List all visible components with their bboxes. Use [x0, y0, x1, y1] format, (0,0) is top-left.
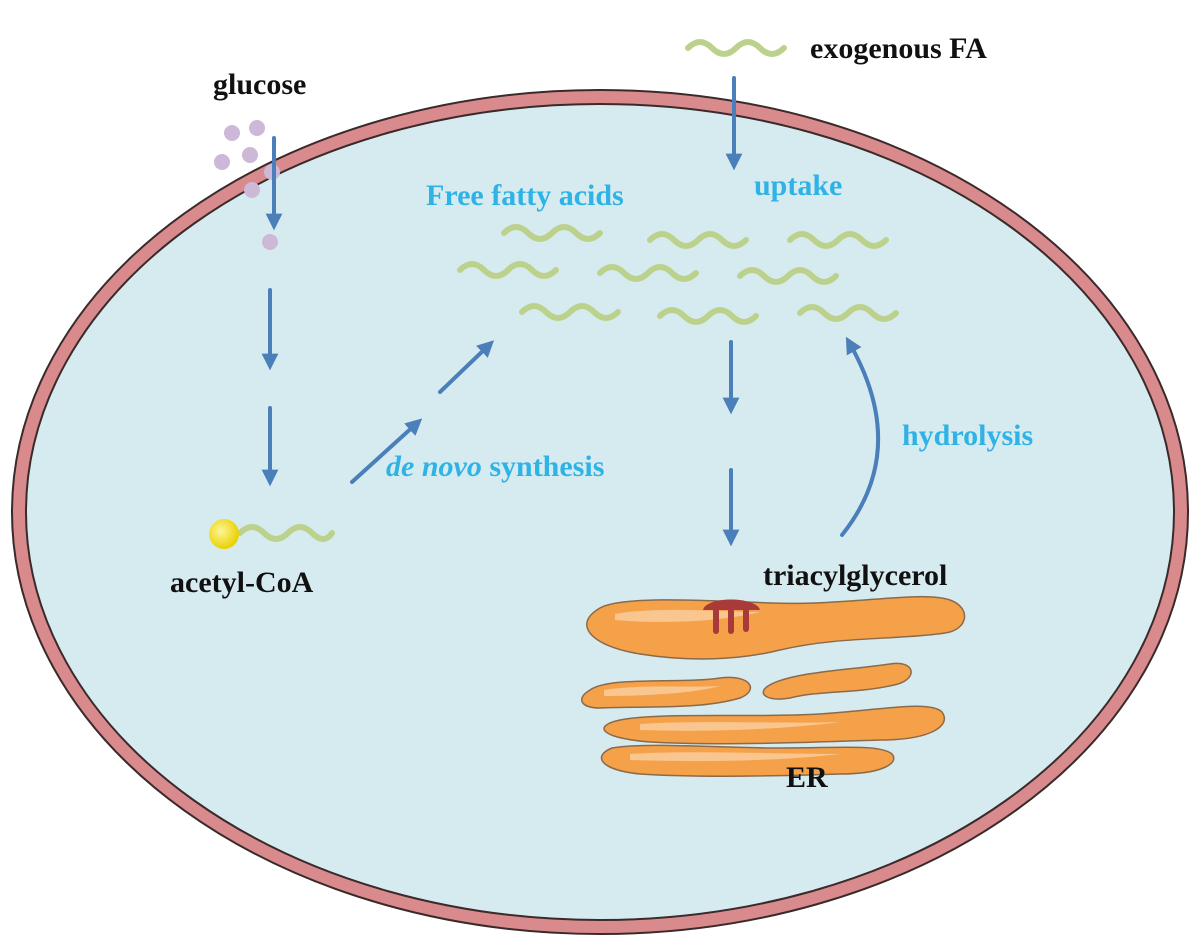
glucose-dot: [249, 120, 265, 136]
acetyl-coa-label: acetyl-CoA: [170, 566, 314, 599]
cytoplasm: [25, 103, 1175, 921]
glucose-dot: [262, 234, 278, 250]
endoplasmic-reticulum: [581, 595, 966, 778]
enzyme-leg: [713, 608, 719, 634]
er-label: ER: [786, 761, 828, 794]
synthesis-text: synthesis: [482, 450, 605, 483]
de-novo-text: de novo: [386, 450, 482, 483]
er-cisterna-5-highlight: [630, 752, 840, 762]
acetyl-coa-molecule: [209, 519, 335, 549]
er-cisterna-1-highlight: [615, 609, 760, 622]
enzyme-body: [703, 599, 760, 610]
er-cisterna-5: [600, 744, 895, 778]
enzyme-leg: [728, 608, 734, 634]
fatty-acid-icon: [597, 264, 699, 282]
acetyl-tail-icon: [237, 524, 335, 542]
arrows: [261, 76, 881, 547]
glucose-dot: [244, 182, 260, 198]
cell: [11, 89, 1189, 935]
fatty-acid-icon: [501, 224, 603, 242]
glucose-dot: [214, 154, 230, 170]
enzyme-leg: [743, 608, 749, 632]
synthesis-arrow-1: [350, 418, 423, 484]
fatty-acid-icon: [657, 307, 759, 325]
synthesis-arrow-2: [438, 340, 495, 394]
fatty-acid-icon: [737, 267, 839, 285]
exogenous-fa-label: exogenous FA: [810, 32, 987, 65]
er-cisterna-2-highlight: [604, 686, 720, 696]
er-cisterna-3: [762, 662, 912, 700]
coa-head-icon: [209, 519, 239, 549]
exogenous-fatty-acid-icon: [685, 39, 787, 57]
glucose-dot: [242, 147, 258, 163]
glucose-dot: [224, 125, 240, 141]
enzyme-icon: [703, 599, 760, 634]
glucose-label: glucose: [213, 68, 306, 101]
fatty-acid-icon: [787, 231, 889, 249]
fatty-acids: [457, 39, 899, 325]
fatty-acid-icon: [797, 304, 899, 322]
triacylglycerol-label: triacylglycerol: [763, 559, 947, 592]
er-cisterna-4-highlight: [640, 722, 840, 731]
hydrolysis-arrow: [840, 336, 881, 537]
fatty-acid-icon: [519, 303, 621, 321]
hydrolysis-label: hydrolysis: [902, 419, 1033, 452]
free-fatty-acids-label: Free fatty acids: [426, 179, 624, 212]
uptake-label: uptake: [754, 169, 842, 202]
de-novo-synthesis-label: de novo synthesis: [386, 450, 604, 483]
fatty-acid-icon: [647, 231, 749, 249]
fatty-acid-icon: [457, 261, 559, 279]
